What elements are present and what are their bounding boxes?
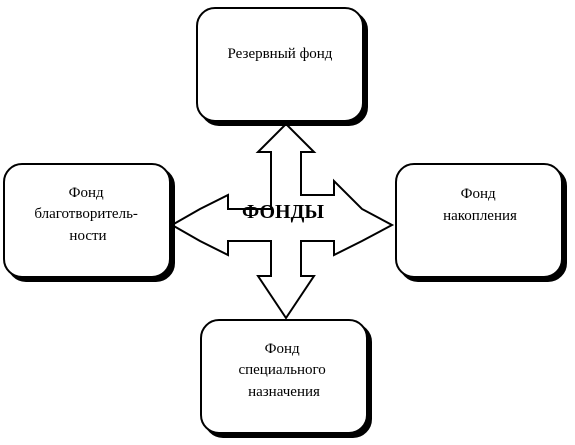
node-top-box: [196, 7, 364, 122]
center-label: ФОНДЫ: [242, 201, 324, 223]
node-left-label: Фонд благотворитель- ности: [34, 185, 141, 244]
node-bottom-line: Фонд: [265, 341, 300, 357]
node-left-line: благотворитель-: [34, 206, 138, 222]
node-left-line: ности: [69, 228, 106, 244]
node-right-line: накопления: [443, 208, 517, 224]
node-bottom-box: [200, 319, 368, 434]
node-bottom-line: специального: [238, 362, 325, 378]
node-right-box: [395, 163, 563, 278]
node-left-box: [3, 163, 171, 278]
node-right-line: Фонд: [461, 186, 496, 202]
four-way-arrow: [169, 122, 395, 320]
node-bottom-label: Фонд специального назначения: [238, 341, 329, 400]
node-top-line: Резервный фонд: [228, 46, 333, 62]
node-right-label: Фонд накопления: [443, 186, 517, 224]
node-top-label: Резервный фонд: [228, 46, 333, 62]
node-bottom-line: назначения: [248, 384, 320, 400]
node-left-line: Фонд: [69, 185, 104, 201]
